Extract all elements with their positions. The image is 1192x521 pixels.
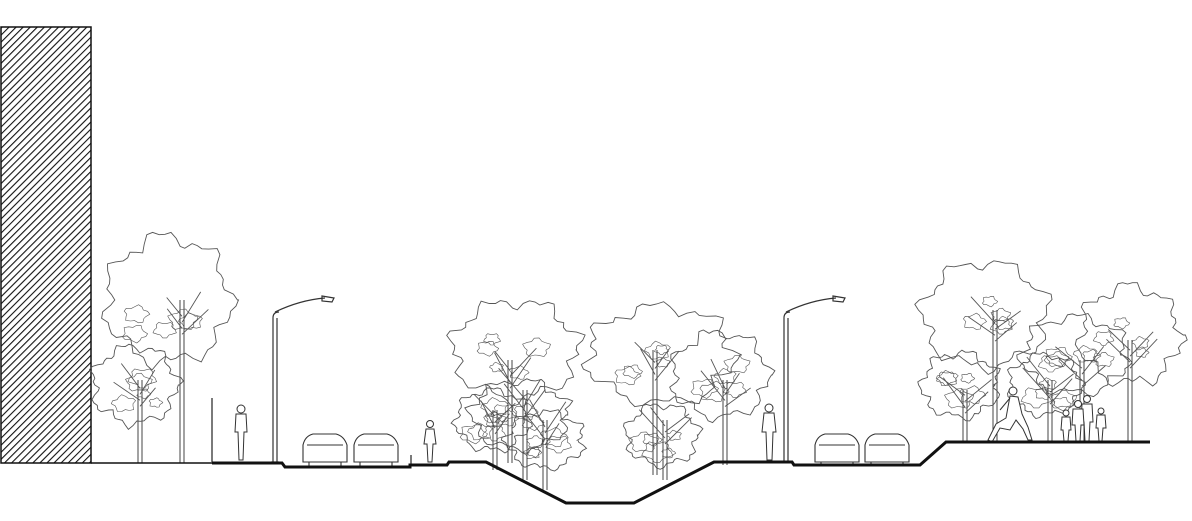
pedestrian [234,404,248,461]
tree [917,349,1001,442]
ground-profile [212,440,1150,505]
jogger [987,386,1033,443]
pedestrian [423,420,437,463]
parked-car [864,433,910,466]
tree [500,399,588,490]
building-wall [0,26,92,464]
tree [450,387,533,470]
tree [623,403,704,480]
tree [1006,351,1086,442]
parked-car [814,433,860,466]
pedestrian [761,403,777,461]
parked-car [302,433,348,466]
tree [580,301,742,475]
street-lamp [782,295,846,463]
tree [101,231,240,463]
trees-group [88,231,1188,490]
tree [1074,282,1188,442]
parked-car [353,433,399,466]
tree [914,260,1053,442]
tree [669,329,776,465]
tree [88,343,184,463]
